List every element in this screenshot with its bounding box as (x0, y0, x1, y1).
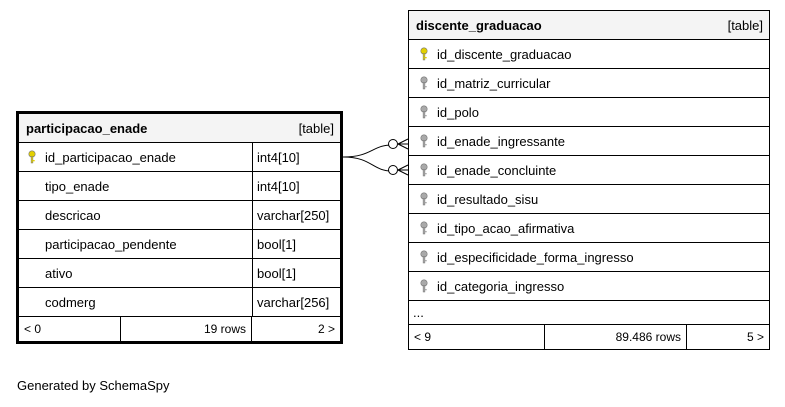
foreign-key-icon (417, 105, 431, 119)
foreign-key-icon (417, 279, 431, 293)
column-row[interactable]: id_resultado_sisu (409, 185, 769, 214)
column-name: id_polo (437, 104, 479, 120)
column-row[interactable]: id_categoria_ingresso (409, 272, 769, 301)
column-type: bool[1] (252, 259, 340, 287)
foreign-key-icon (417, 192, 431, 206)
column-row[interactable]: participacao_pendente bool[1] (19, 230, 340, 259)
generated-by-label: Generated by SchemaSpy (17, 378, 170, 393)
column-name-cell: id_polo (409, 98, 769, 126)
children-count[interactable]: 5 > (746, 330, 764, 344)
column-name: codmerg (45, 294, 96, 310)
edge-crowfoot-marker (397, 138, 409, 150)
column-name: ativo (45, 265, 73, 281)
column-name-cell: id_enade_ingressante (409, 127, 769, 155)
column-row[interactable]: id_tipo_acao_afirmativa (409, 214, 769, 243)
primary-key-icon (417, 47, 431, 61)
column-row[interactable]: id_especificidade_forma_ingresso (409, 243, 769, 272)
column-name-cell: participacao_pendente (19, 230, 252, 258)
column-name: id_tipo_acao_afirmativa (437, 220, 575, 236)
column-name-cell: tipo_enade (19, 172, 252, 200)
column-name-cell: id_categoria_ingresso (409, 272, 769, 300)
column-row[interactable]: id_participacao_enade int4[10] (19, 143, 340, 172)
column-type: varchar[256] (252, 288, 340, 316)
column-row[interactable]: id_matriz_curricular (409, 69, 769, 98)
column-name-cell: descricao (19, 201, 252, 229)
foreign-key-icon (417, 76, 431, 90)
foreign-key-icon (417, 221, 431, 235)
table-header: participacao_enade [table] (19, 114, 340, 143)
column-name-cell: id_matriz_curricular (409, 69, 769, 97)
table-name: discente_graduacao (416, 17, 542, 33)
column-row[interactable]: id_polo (409, 98, 769, 127)
column-name-cell: id_resultado_sisu (409, 185, 769, 213)
column-list: id_discente_graduacao id_matriz_curricula… (409, 40, 769, 301)
edge-zero-marker (388, 165, 398, 175)
row-count: 89.486 rows (545, 325, 687, 349)
foreign-key-icon (417, 163, 431, 177)
foreign-key-icon (417, 250, 431, 264)
column-name-cell: codmerg (19, 288, 252, 316)
edge-enade-ingressante (342, 144, 393, 158)
column-name-cell: id_discente_graduacao (409, 40, 769, 68)
column-row[interactable]: id_enade_concluinte (409, 156, 769, 185)
column-name-cell: id_especificidade_forma_ingresso (409, 243, 769, 271)
column-type: int4[10] (252, 143, 340, 171)
column-name: id_especificidade_forma_ingresso (437, 249, 634, 265)
edge-crowfoot-marker (397, 164, 409, 176)
column-name-cell: id_tipo_acao_afirmativa (409, 214, 769, 242)
column-type: varchar[250] (252, 201, 340, 229)
column-list: id_participacao_enade int4[10] tipo_enade i… (19, 143, 340, 317)
table-type: [table] (298, 120, 334, 136)
row-count: 19 rows (121, 317, 252, 341)
column-name: descricao (45, 207, 101, 223)
edge-zero-marker (388, 139, 398, 149)
column-row[interactable]: codmerg varchar[256] (19, 288, 340, 317)
column-row[interactable]: descricao varchar[250] (19, 201, 340, 230)
column-type: bool[1] (252, 230, 340, 258)
table-type: [table] (727, 17, 763, 33)
column-name: id_matriz_curricular (437, 75, 551, 91)
table-discente-graduacao[interactable]: discente_graduacao [table] id_discente_g… (408, 10, 770, 350)
table-header: discente_graduacao [table] (409, 11, 769, 40)
children-count[interactable]: 2 > (317, 322, 335, 336)
column-name: id_resultado_sisu (437, 191, 539, 207)
column-name: id_categoria_ingresso (437, 278, 565, 294)
column-type: int4[10] (252, 172, 340, 200)
column-name-cell: ativo (19, 259, 252, 287)
column-name: id_enade_ingressante (437, 133, 565, 149)
edge-enade-concluinte (342, 156, 393, 172)
column-name-cell: id_enade_concluinte (409, 156, 769, 184)
more-columns: ... (409, 301, 769, 325)
table-name: participacao_enade (26, 120, 148, 136)
column-row[interactable]: id_enade_ingressante (409, 127, 769, 156)
parents-count[interactable]: < 9 (409, 325, 545, 349)
column-row[interactable]: id_discente_graduacao (409, 40, 769, 69)
table-participacao-enade[interactable]: participacao_enade [table] id_participac… (16, 111, 343, 344)
column-name: id_enade_concluinte (437, 162, 557, 178)
primary-key-icon (25, 150, 39, 164)
column-name: id_discente_graduacao (437, 46, 572, 62)
table-footer: < 9 89.486 rows 5 > (409, 325, 769, 349)
column-name: id_participacao_enade (45, 149, 176, 165)
column-name-cell: id_participacao_enade (19, 143, 252, 171)
column-name: tipo_enade (45, 178, 110, 194)
column-row[interactable]: tipo_enade int4[10] (19, 172, 340, 201)
column-name: participacao_pendente (45, 236, 177, 252)
foreign-key-icon (417, 134, 431, 148)
table-footer: < 0 19 rows 2 > (19, 317, 340, 341)
column-row[interactable]: ativo bool[1] (19, 259, 340, 288)
parents-count[interactable]: < 0 (19, 317, 121, 341)
